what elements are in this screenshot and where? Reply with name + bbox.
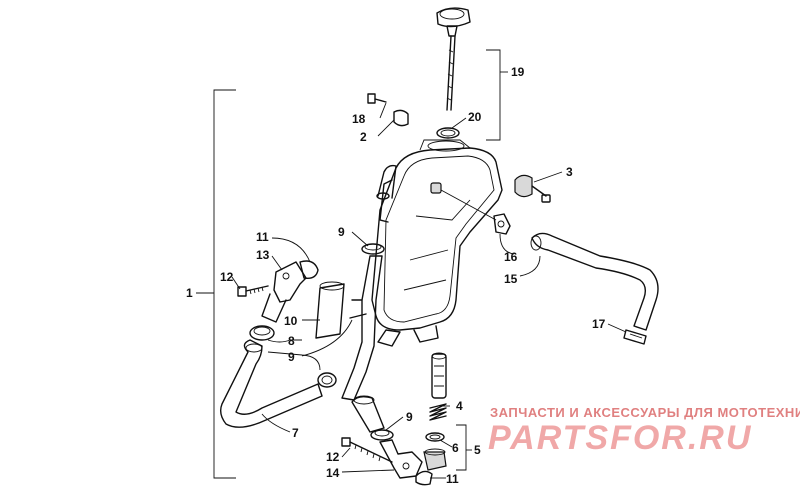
bolt-18 <box>367 93 387 104</box>
callout-11: 11 <box>446 472 459 486</box>
hose-lower-connector <box>351 395 385 433</box>
clamp-9-upper <box>361 243 385 255</box>
rubber-mount-3 <box>514 174 551 203</box>
callout-11: 11 <box>256 230 269 244</box>
callout-4: 4 <box>456 399 463 413</box>
callout-9: 9 <box>338 225 345 239</box>
callout-16: 16 <box>504 250 518 264</box>
callout-1: 1 <box>186 286 193 300</box>
gasket-11-upper <box>299 260 319 280</box>
hose-10 <box>315 281 345 339</box>
dipstick-cap <box>436 7 471 111</box>
clamp-16 <box>493 213 511 235</box>
callout-13: 13 <box>256 248 270 262</box>
oil-tank <box>371 139 503 347</box>
callout-18: 18 <box>352 112 366 126</box>
clamp-9-left <box>249 325 275 341</box>
callout-8: 8 <box>288 334 295 348</box>
bolt-12-upper <box>237 285 269 297</box>
callout-9: 9 <box>406 410 413 424</box>
callout-17: 17 <box>592 317 606 331</box>
callout-10: 10 <box>284 314 298 328</box>
watermark-tagline: ЗАПЧАСТИ И АКСЕССУАРЫ ДЛЯ МОТОТЕХНИКИ <box>490 405 800 420</box>
bolt-12-lower <box>341 437 393 463</box>
callout-2: 2 <box>360 130 367 144</box>
drain-plug <box>423 448 447 471</box>
bracket-group-5 <box>456 424 472 471</box>
callout-6: 6 <box>452 441 459 455</box>
bracket-group-1 <box>196 89 236 479</box>
clamp-9-lower <box>370 429 394 441</box>
watermark-logo: PARTSFOR.RU <box>488 419 752 457</box>
callout-5: 5 <box>474 443 481 457</box>
hose-end-17 <box>623 329 647 345</box>
callout-20: 20 <box>468 110 482 124</box>
callout-3: 3 <box>566 165 573 179</box>
tank-upper-nipple <box>376 164 397 200</box>
callout-19: 19 <box>511 65 525 79</box>
callout-7: 7 <box>292 426 299 440</box>
callout-14: 14 <box>326 466 340 480</box>
gasket-11-lower <box>415 470 433 486</box>
leader-lines <box>231 102 627 479</box>
hose-7 <box>219 339 323 428</box>
elbow-fitting-14 <box>379 439 423 479</box>
tank-side-fitting <box>430 182 497 221</box>
callout-15: 15 <box>504 272 518 286</box>
grommet-2 <box>393 109 409 127</box>
elbow-fitting-13 <box>261 261 307 323</box>
callout-12: 12 <box>326 450 340 464</box>
callout-12: 12 <box>220 270 234 284</box>
clamp-9-middle <box>317 372 337 388</box>
callout-9: 9 <box>288 350 295 364</box>
hose-8 <box>341 255 383 401</box>
vent-hose-15 <box>530 232 659 331</box>
callout-labels: 19 20 18 2 3 9 11 13 12 1 16 15 10 8 9 1… <box>186 65 606 486</box>
oil-strainer-4 <box>431 352 447 399</box>
watermark: ЗАПЧАСТИ И АКСЕССУАРЫ ДЛЯ МОТОТЕХНИКИ PA… <box>488 405 800 457</box>
bracket-group-19 <box>486 49 508 141</box>
seal-6 <box>425 432 445 442</box>
spring <box>429 403 447 421</box>
o-ring <box>436 127 460 139</box>
